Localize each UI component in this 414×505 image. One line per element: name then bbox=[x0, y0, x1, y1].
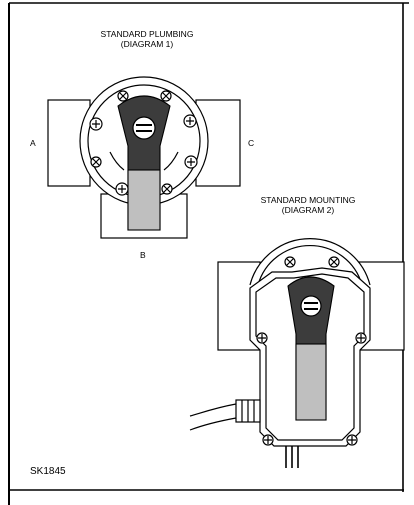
x-screw-icon bbox=[117, 90, 129, 102]
diagram-2-actuator bbox=[189, 238, 405, 468]
cross-screw-icon bbox=[262, 434, 274, 446]
cable-lower bbox=[189, 417, 237, 431]
x-screw-icon bbox=[328, 256, 340, 268]
cross-screw-icon bbox=[183, 114, 197, 128]
x-screw-icon bbox=[160, 90, 172, 102]
sheet-id: SK1845 bbox=[30, 466, 66, 477]
diagram-1-title: STANDARD PLUMBING bbox=[101, 29, 194, 39]
handle-pivot bbox=[132, 116, 156, 140]
slot-right bbox=[163, 151, 179, 171]
cross-screw-icon bbox=[355, 332, 367, 344]
cross-screw-icon bbox=[184, 155, 198, 169]
x-screw-icon bbox=[284, 256, 296, 268]
diagram-1-valve bbox=[47, 76, 241, 239]
port-b-label: B bbox=[140, 250, 146, 260]
x-screw-icon bbox=[90, 156, 102, 168]
cable-upper bbox=[189, 403, 237, 417]
handle-lever bbox=[127, 169, 161, 231]
diagram-2-title: STANDARD MOUNTING bbox=[261, 195, 356, 205]
port-a-label: A bbox=[30, 138, 36, 148]
port-c-label: C bbox=[248, 138, 254, 148]
slot-left bbox=[109, 151, 125, 171]
diagram-2-subtitle: (DIAGRAM 2) bbox=[282, 205, 335, 215]
mount-handle-lever bbox=[295, 343, 327, 421]
cross-screw-icon bbox=[115, 182, 129, 196]
cross-screw-icon bbox=[89, 117, 103, 131]
x-screw-icon bbox=[161, 183, 173, 195]
mount-housing-inner bbox=[257, 245, 363, 286]
cross-screw-icon bbox=[346, 434, 358, 446]
diagram-1-subtitle: (DIAGRAM 1) bbox=[121, 39, 174, 49]
mount-handle-pivot bbox=[300, 295, 322, 317]
cross-screw-icon bbox=[256, 332, 268, 344]
